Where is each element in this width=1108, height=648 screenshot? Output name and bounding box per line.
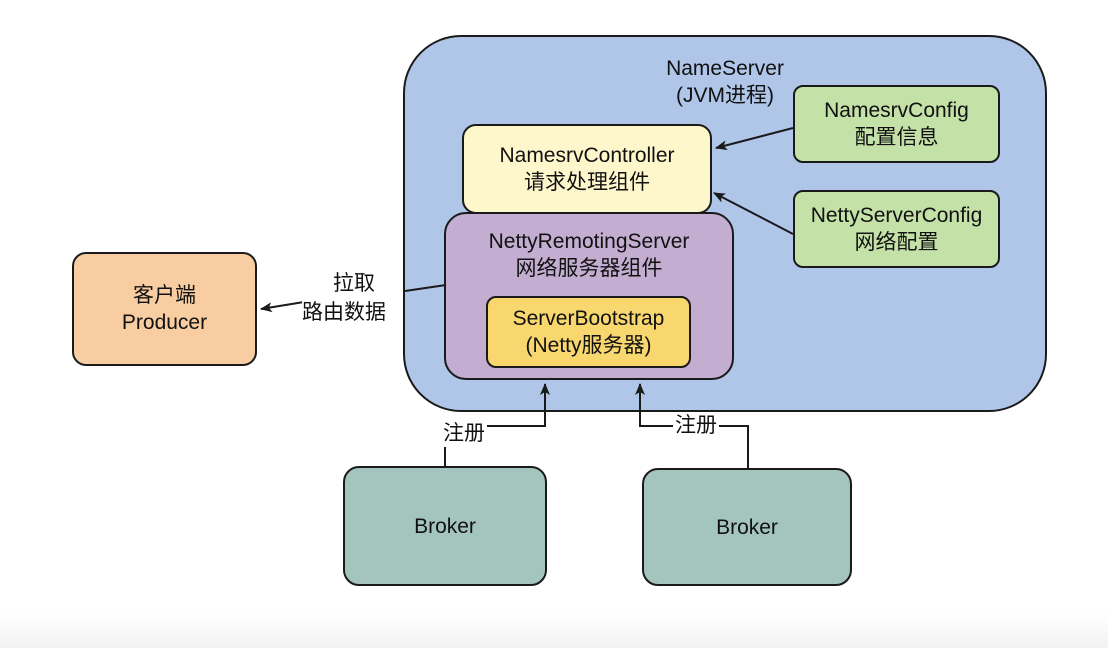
bottom-band [0, 612, 1108, 648]
namesrv-config-arrow [715, 127, 794, 151]
register-label-2: 注册 [673, 412, 719, 439]
client-subtitle: Producer [121, 311, 208, 334]
bootstrap-subtitle: (Netty服务器) [525, 334, 652, 357]
register-label-1: 注册 [441, 420, 487, 447]
controller-subtitle: 请求处理组件 [524, 171, 650, 194]
pull-route-label-line1: 拉取 [326, 270, 382, 297]
pull-route-arrow [260, 300, 311, 313]
netty-config-subtitle: 网络配置 [854, 231, 939, 254]
namesrv-controller-box[interactable]: NamesrvController 请求处理组件 [462, 124, 712, 214]
nameserver-subtitle: (JVM进程) [676, 84, 774, 107]
nameserver-title: NameServer [666, 57, 784, 80]
broker-box-1[interactable]: Broker [343, 466, 547, 586]
broker-1-label: Broker [414, 514, 476, 538]
broker-box-2[interactable]: Broker [642, 468, 852, 586]
netty-config-arrow [713, 192, 794, 235]
server-bootstrap-box[interactable]: ServerBootstrap (Netty服务器) [486, 296, 691, 368]
netty-server-config-box[interactable]: NettyServerConfig 网络配置 [793, 190, 1000, 268]
remoting-server-subtitle: 网络服务器组件 [515, 257, 663, 280]
broker-2-label: Broker [716, 515, 778, 539]
client-title: 客户端 [133, 284, 196, 307]
pull-route-line-right [404, 284, 447, 292]
client-producer-box[interactable]: 客户端 Producer [72, 252, 257, 366]
bootstrap-title: ServerBootstrap [512, 307, 665, 330]
namesrv-config-title: NamesrvConfig [824, 99, 969, 122]
netty-config-title: NettyServerConfig [810, 204, 983, 227]
controller-title: NamesrvController [499, 144, 675, 167]
remoting-server-title: NettyRemotingServer [488, 230, 690, 253]
namesrv-config-subtitle: 配置信息 [854, 126, 939, 149]
pull-route-label-line2: 路由数据 [302, 299, 386, 326]
namesrv-config-box[interactable]: NamesrvConfig 配置信息 [793, 85, 1000, 163]
